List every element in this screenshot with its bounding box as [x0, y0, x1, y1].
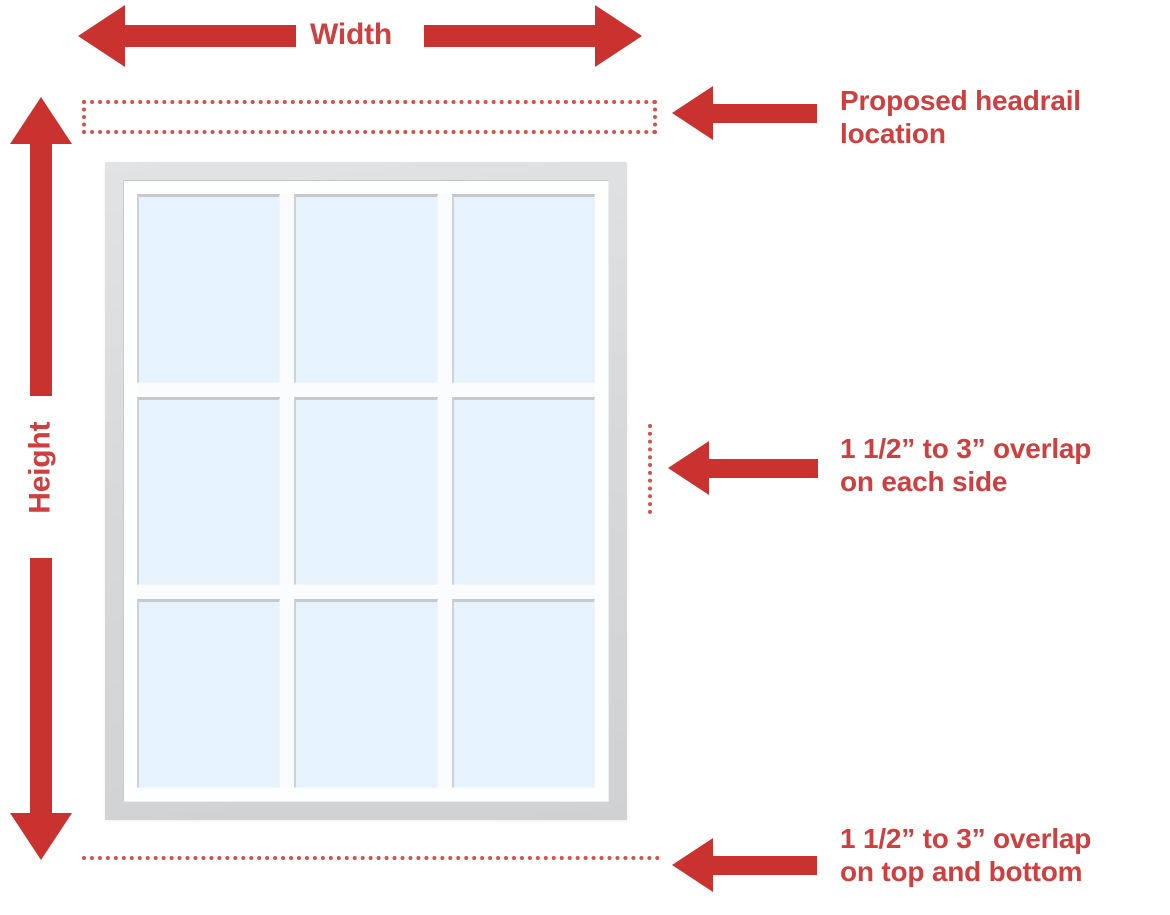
window-pane — [294, 396, 438, 586]
window-pane — [451, 396, 595, 586]
headrail-label: Proposed headrail location — [840, 85, 1081, 150]
width-arrow-right-head — [595, 5, 642, 67]
window-pane — [137, 194, 281, 383]
window-pane-grid — [137, 194, 595, 788]
width-arrow-right-shaft — [424, 25, 596, 47]
topbottom-overlap-label: 1 1/2” to 3” overlap on top and bottom — [840, 823, 1092, 888]
height-arrow-top-head — [10, 97, 72, 144]
bottom-overlap-dotted-line — [82, 856, 660, 860]
height-arrow-bottom-head — [10, 813, 72, 860]
side-overlap-label: 1 1/2” to 3” overlap on each side — [840, 433, 1092, 498]
side-overlap-dotted-line — [648, 424, 652, 514]
height-arrow-bottom-shaft — [30, 558, 52, 814]
window-sash — [123, 180, 609, 802]
width-arrow-left-head — [78, 5, 125, 67]
window-pane — [137, 396, 281, 586]
headrail-dotted-box — [82, 100, 657, 134]
window-pane — [294, 599, 438, 788]
height-arrow-top-shaft — [30, 143, 52, 396]
height-label: Height — [23, 421, 57, 514]
width-arrow-left-shaft — [124, 25, 296, 47]
window-pane — [294, 194, 438, 383]
window-pane — [137, 599, 281, 788]
topbottom-overlap-arrow-head — [672, 838, 713, 892]
side-overlap-arrow-head — [668, 441, 709, 495]
headrail-arrow-head — [672, 86, 713, 140]
headrail-arrow-shaft — [712, 104, 817, 123]
width-label: Width — [310, 18, 393, 51]
window-pane — [451, 194, 595, 383]
window-pane — [451, 599, 595, 788]
window-frame — [105, 162, 627, 820]
topbottom-overlap-arrow-shaft — [712, 856, 817, 875]
side-overlap-arrow-shaft — [708, 459, 818, 478]
